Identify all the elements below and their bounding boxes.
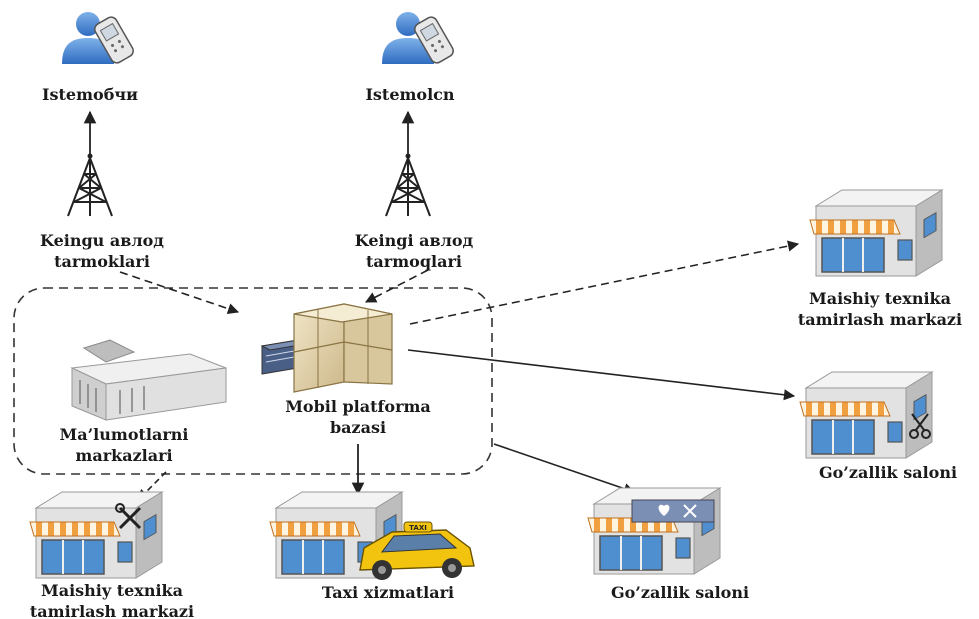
repair-right-line2: tamirlash markazi [797, 310, 963, 329]
user-right-icon [381, 11, 457, 66]
user-left-icon [61, 11, 137, 66]
beauty-bottom-label: Go’zallik saloni [611, 582, 749, 603]
tower-left-icon [67, 152, 113, 217]
scissors-small-icon [683, 504, 697, 518]
network-left-line2: tarmoklari [54, 252, 150, 271]
network-right-label: Keingi авлод tarmoqlari [355, 230, 473, 272]
taxi-label-text: Taxi xizmatlari [321, 583, 455, 602]
data-center-line2: markazlari [75, 446, 173, 465]
user-left-label: Istemoбчи [42, 84, 138, 105]
network-right-line2: tarmoqlari [366, 252, 462, 271]
repair-right-label: Maishiy texnika tamirlash markazi [798, 288, 962, 330]
network-left-label: Keingu авлод tarmoklari [40, 230, 164, 272]
tower-right-icon [385, 152, 431, 217]
beauty-bottom-label-text: Go’zallik saloni [610, 583, 750, 602]
taxi-label: Taxi xizmatlari [322, 582, 454, 603]
repair-bottom-label: Maishiy texnika tamirlash markazi [30, 580, 194, 619]
scissors-icon [909, 413, 931, 439]
arrow-platform-to-beauty-bottom [493, 443, 636, 495]
platform-label: Mobil platforma bazasi [285, 396, 431, 438]
repair-shop-right-icon [809, 189, 943, 277]
arrow-platform-to-beauty-right [407, 349, 796, 401]
repair-bottom-line1: Maishiy texnika [40, 581, 184, 600]
salon-sign-board [631, 499, 715, 523]
arrow-platform-to-repair-right [409, 240, 800, 325]
network-left-line1: Keingu авлод [40, 231, 164, 250]
data-center-building-icon [70, 339, 227, 421]
platform-line1: Mobil platforma [285, 397, 431, 416]
repair-right-line1: Maishiy texnika [808, 289, 952, 308]
data-center-line1: Ma’lumotlarni [59, 425, 189, 444]
data-center-label: Ma’lumotlarni markazlari [60, 424, 189, 466]
server-boxes-icon [260, 303, 393, 393]
user-right-label: Istemolcn [365, 84, 454, 105]
taxi-sign-text: TAXI [409, 524, 427, 532]
platform-boundary [13, 287, 493, 475]
arrow-network-right-to-platform [365, 269, 429, 303]
heart-icon [658, 504, 670, 516]
platform-line2: bazasi [329, 418, 387, 437]
user-right-label-text: Istemolcn [365, 85, 455, 104]
repair-shop-bottom-icon [29, 491, 163, 579]
arrow-network-left-to-platform [119, 271, 240, 315]
beauty-right-label-text: Go’zallik saloni [818, 463, 958, 482]
repair-bottom-line2: tamirlash markazi [29, 602, 195, 619]
beauty-right-label: Go’zallik saloni [819, 462, 957, 483]
tools-icon [115, 503, 142, 530]
user-left-label-text: Istemoбчи [42, 85, 138, 104]
network-right-line1: Keingi авлод [354, 231, 474, 250]
taxi-car-icon: TAXI [359, 521, 475, 580]
